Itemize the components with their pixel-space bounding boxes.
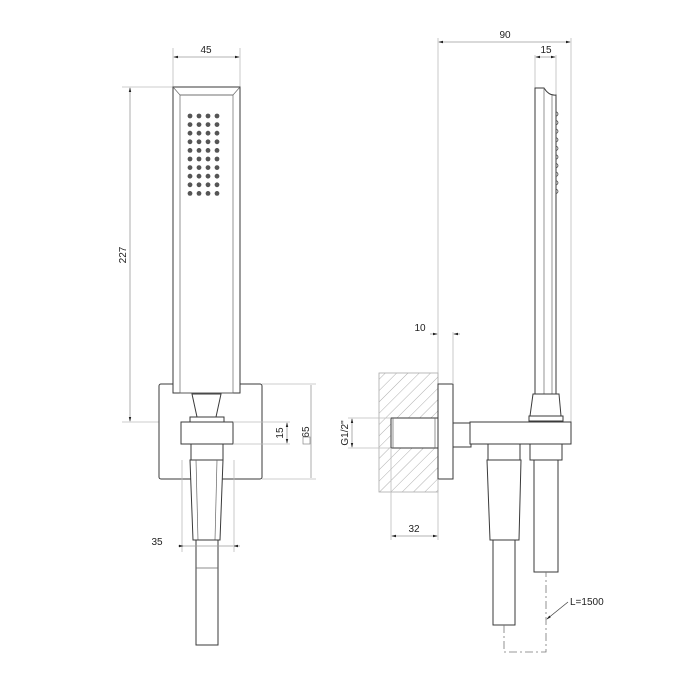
dimension-width-45: 45	[172, 45, 241, 88]
handle-neck-side	[529, 393, 562, 417]
wall-flange	[437, 383, 454, 480]
dimension-head-15: 15	[534, 45, 557, 95]
hose-side-left	[492, 539, 516, 626]
holder-block	[180, 421, 234, 445]
dimension-label: 32	[408, 524, 420, 535]
hose-connector	[189, 459, 224, 541]
square-symbol-icon	[302, 436, 311, 445]
dimension-label: 45	[200, 45, 212, 56]
dimension-offset-15: 15	[233, 421, 290, 445]
dimension-label: 35	[151, 537, 163, 548]
dimension-square-65: 65	[262, 383, 316, 480]
dimension-thread: G1/2"	[340, 417, 391, 449]
shower-head-side	[534, 87, 559, 395]
dimension-label: 227	[118, 246, 129, 263]
dimension-label: 65	[301, 426, 312, 438]
dimension-label: G1/2"	[340, 420, 351, 446]
dimension-offset-10: 10	[414, 323, 460, 384]
hose-front	[195, 539, 219, 646]
holder-arm	[469, 421, 572, 445]
dimension-insertion-32: 32	[390, 448, 439, 540]
dimension-label: 10	[414, 323, 426, 334]
dimension-label: L=1500	[570, 597, 604, 608]
dimension-depth-90: 90	[437, 30, 572, 422]
threaded-fitting	[390, 417, 439, 449]
dimension-label: 90	[499, 30, 511, 41]
side-view: 90 15	[340, 30, 604, 653]
hose-length-callout: L=1500	[546, 597, 604, 620]
hose-centerline	[503, 572, 547, 653]
dimension-spacing-35: 35	[151, 460, 240, 552]
front-view: 45 227	[118, 45, 316, 646]
nozzle-grid	[187, 113, 220, 196]
hose-connector-side	[486, 459, 522, 541]
dimension-label: 15	[540, 45, 552, 56]
hose-side-right	[533, 459, 559, 573]
dimension-label: 15	[275, 427, 286, 439]
dimension-height-227: 227	[118, 86, 176, 423]
nozzle-profile	[555, 111, 559, 195]
shower-head-front	[172, 86, 241, 394]
handle-neck	[191, 393, 222, 418]
